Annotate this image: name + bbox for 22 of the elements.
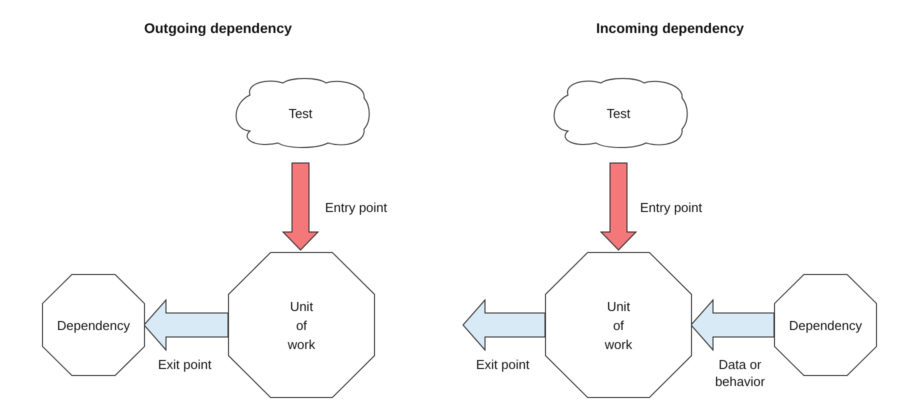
octagon-shape (774, 274, 877, 376)
edge-label: Exit point (158, 356, 212, 373)
octagon-shape (42, 274, 145, 376)
octagon-shape (228, 252, 375, 398)
section-heading: Outgoing dependency (143, 19, 293, 38)
octagon-shape (545, 252, 692, 398)
node-label: Test (606, 104, 630, 122)
node-label: Unit of work (286, 298, 316, 354)
node-label: Dependency (789, 316, 862, 334)
block-arrow (600, 162, 638, 251)
edge-label: Entry point (325, 199, 388, 216)
block-arrow (690, 298, 774, 352)
block-arrow (282, 162, 320, 251)
edge-label: Data or behavior (714, 356, 766, 390)
block-arrow (462, 298, 546, 352)
node-label: Test (288, 104, 312, 122)
node-label: Dependency (57, 316, 130, 334)
block-arrow (143, 298, 228, 352)
edge-label: Exit point (476, 356, 530, 373)
section-heading: Incoming dependency (595, 19, 745, 38)
node-label: Unit of work (604, 298, 634, 354)
edge-label: Entry point (640, 199, 704, 216)
